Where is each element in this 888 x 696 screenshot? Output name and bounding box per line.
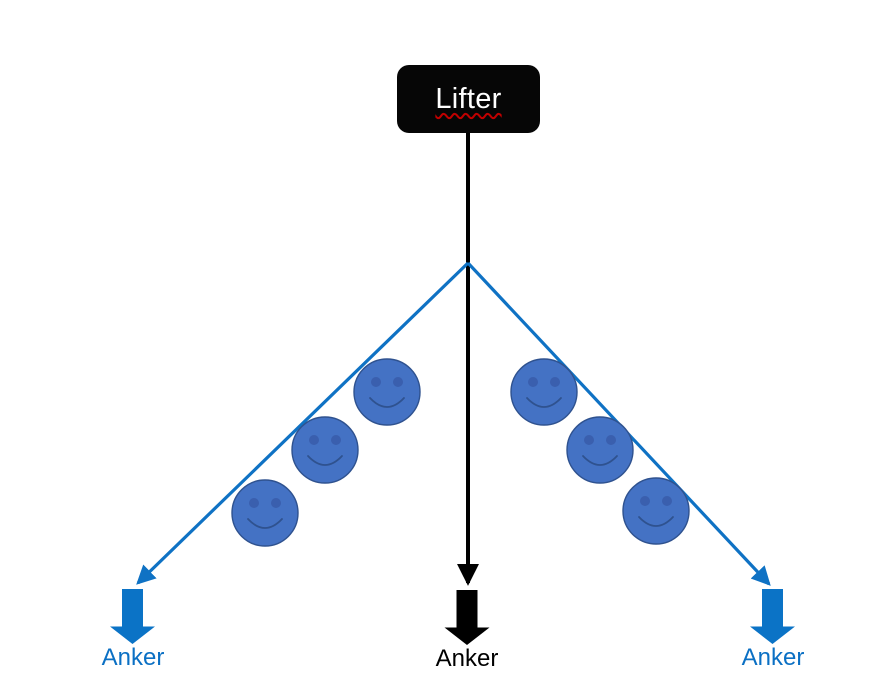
helper-smiley-face-left-3 [231, 479, 299, 547]
helper-smiley-face-right-2 [566, 416, 634, 484]
lifter-label: Lifter [435, 82, 502, 115]
anchor-block-arrow-left [110, 589, 155, 644]
rope-left [136, 261, 470, 585]
anchor-label-right: Anker [741, 644, 805, 671]
helper-smiley-face-left-2 [291, 416, 359, 484]
anchor-block-arrow-right [750, 589, 795, 644]
anchor-block-arrow-center [444, 590, 490, 645]
anchor-label-center: Anker [435, 645, 499, 672]
helper-smiley-face-left-1 [353, 358, 421, 426]
lifter-node: Lifter [397, 65, 540, 133]
helper-smiley-face-right-1 [510, 358, 578, 426]
helper-smiley-face-right-3 [622, 477, 690, 545]
anchor-label-left: Anker [101, 644, 165, 671]
